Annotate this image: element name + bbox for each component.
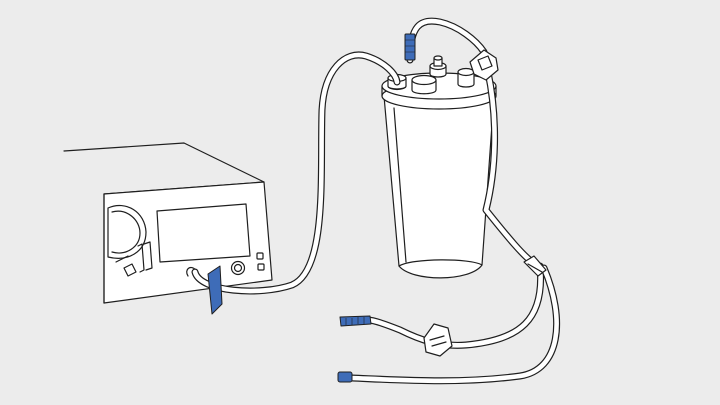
- collection-canister: [383, 95, 495, 279]
- lid-port-stem: [429, 55, 447, 78]
- tubing: [191, 17, 561, 385]
- suction-unit: [63, 142, 273, 304]
- tube-connector-clip: [469, 49, 499, 81]
- display-screen: [156, 203, 251, 263]
- lid-port-center: [411, 74, 437, 95]
- tube-clamp: [423, 323, 453, 357]
- catheter-tip: [337, 371, 353, 383]
- control-knob: [230, 260, 246, 276]
- outlet-tab: [207, 265, 223, 315]
- power-button: [256, 252, 264, 260]
- canister-lid: [381, 55, 497, 110]
- gauge-dial: [107, 204, 147, 259]
- y-connector: [523, 255, 547, 277]
- mode-button: [257, 263, 265, 271]
- suction-tip: [339, 315, 372, 327]
- lid-port-right: [457, 67, 475, 88]
- tube-marker-blue: [404, 33, 416, 61]
